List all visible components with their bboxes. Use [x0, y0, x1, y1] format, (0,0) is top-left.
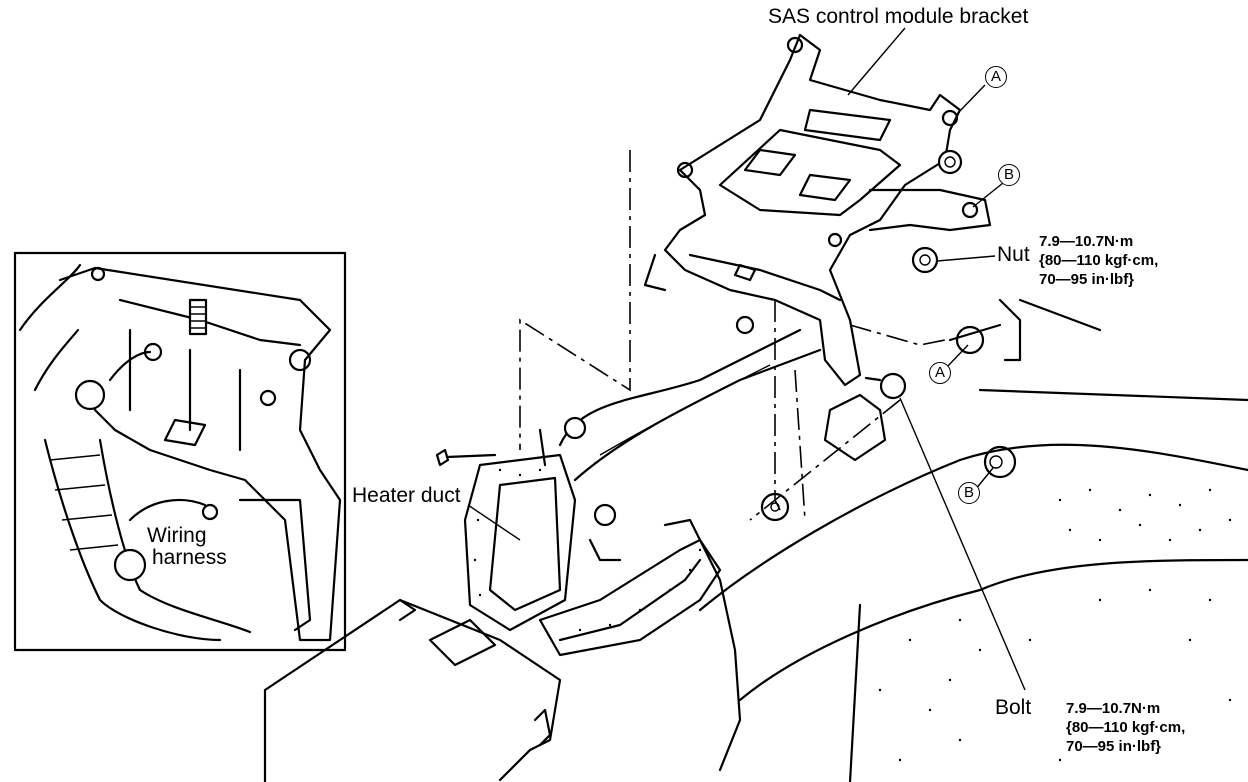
nut-label: Nut — [997, 243, 1030, 266]
nut-torque-line3: 70—95 in·lbf} — [1039, 271, 1135, 288]
callout-b-top: B — [998, 164, 1020, 186]
wiring-harness-label-line2: harness — [152, 546, 227, 569]
sas-bracket-drawing — [519, 33, 992, 521]
heater-duct-drawing — [263, 298, 1248, 782]
foam-texture — [473, 468, 1232, 762]
callout-a-lower: A — [929, 362, 951, 384]
sas-bracket-label: SAS control module bracket — [768, 5, 1029, 28]
bolt-label: Bolt — [995, 696, 1032, 719]
heater-duct-label: Heater duct — [352, 484, 461, 507]
bolt-torque-line3: 70—95 in·lbf} — [1066, 738, 1162, 755]
nut-torque-line1: 7.9—10.7N·m — [1039, 233, 1134, 250]
nut-torque-line2: {80—110 kgf·cm, — [1039, 252, 1159, 269]
leader-lines — [467, 27, 1026, 691]
wiring-harness-label-line1: Wiring — [147, 524, 207, 547]
bolt-torque-line2: {80—110 kgf·cm, — [1066, 719, 1186, 736]
bolt-torque-line1: 7.9—10.7N·m — [1066, 700, 1161, 717]
inset-detail — [13, 251, 347, 652]
callout-b-lower: B — [958, 482, 980, 504]
callout-a-top: A — [985, 66, 1007, 88]
